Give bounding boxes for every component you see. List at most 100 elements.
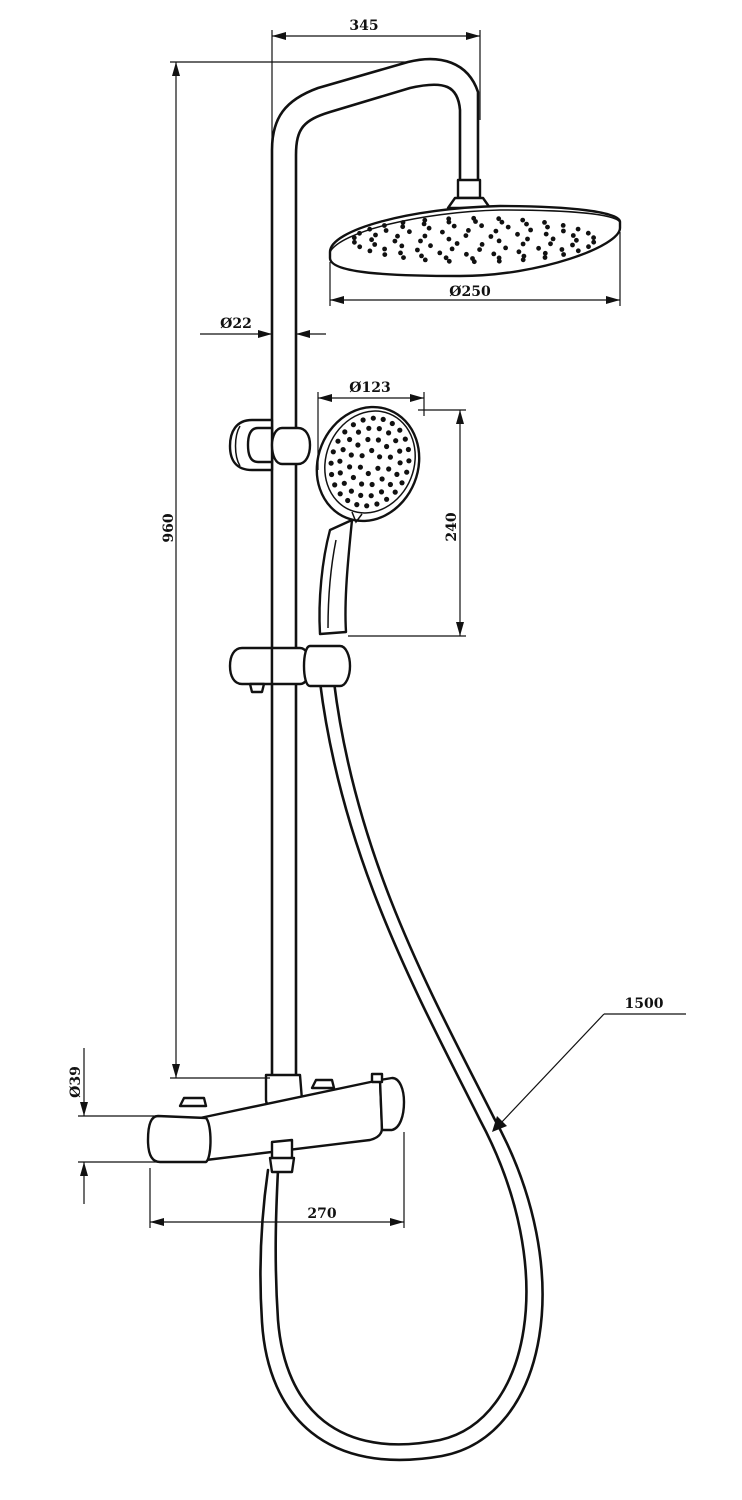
overhead-connector	[456, 178, 482, 200]
nozzle-dot	[357, 230, 362, 236]
hand-shower-handle	[318, 518, 354, 636]
nozzle-dot	[373, 232, 378, 238]
nozzle-dot	[446, 216, 452, 222]
nozzle-dot	[426, 225, 432, 231]
nozzle-dot	[360, 417, 366, 423]
hand-shower-cradle	[302, 644, 352, 688]
nozzle-dot	[389, 420, 395, 427]
dimension-hose-length: 1500	[492, 996, 686, 1132]
nozzle-dot	[406, 458, 412, 464]
nozzle-dot	[574, 237, 579, 243]
nozzle-dot	[422, 233, 428, 239]
nozzle-dot	[515, 231, 520, 237]
nozzle-dot	[550, 236, 556, 242]
nozzle-dot	[365, 436, 371, 443]
nozzle-dot	[397, 427, 403, 433]
nozzle-dot	[394, 471, 400, 477]
nozzle-dot	[503, 245, 508, 251]
nozzle-dot	[359, 453, 365, 459]
nozzle-dot	[401, 255, 406, 260]
nozzle-dot	[488, 234, 494, 239]
dimension-hand-shower-length: 240	[348, 409, 466, 637]
label-mixer-diameter: Ø39	[68, 1066, 84, 1098]
nozzle-dot	[496, 238, 502, 244]
nozzle-dot	[384, 443, 390, 450]
nozzle-dot	[348, 452, 354, 458]
dimension-total-height: 960	[161, 61, 410, 1079]
nozzle-dot	[392, 489, 398, 495]
nozzle-dot	[520, 217, 526, 223]
nozzle-dot	[437, 250, 443, 256]
nozzle-dot	[375, 437, 381, 443]
label-pipe-diameter: Ø22	[220, 316, 252, 332]
nozzle-dot	[347, 436, 353, 443]
nozzle-dot	[464, 251, 469, 257]
nozzle-dot	[383, 228, 389, 233]
label-overhead-diameter: Ø250	[449, 284, 491, 300]
nozzle-dot	[340, 447, 346, 453]
dimension-arm-reach: 345	[271, 18, 481, 170]
shower-hose	[259, 680, 544, 1462]
nozzle-dot	[377, 454, 383, 460]
nozzle-dot	[332, 482, 338, 488]
nozzle-dot	[372, 242, 378, 247]
nozzle-dot	[543, 231, 549, 237]
label-hose-length: 1500	[625, 996, 664, 1012]
nozzle-dot	[446, 236, 452, 242]
nozzle-dot	[454, 241, 460, 246]
nozzle-dot	[328, 460, 334, 466]
nozzle-dot	[586, 244, 591, 250]
nozzle-dot	[345, 497, 351, 504]
nozzle-dot	[375, 465, 381, 471]
nozzle-dot	[570, 233, 576, 238]
nozzle-dot	[415, 247, 420, 253]
dimension-pipe-diameter: Ø22	[200, 316, 326, 338]
label-mixer-width: 270	[307, 1206, 336, 1222]
nozzle-dot	[357, 244, 363, 250]
flow-knob	[378, 1076, 406, 1132]
nozzle-dot	[422, 217, 428, 223]
nozzle-dot	[524, 221, 529, 227]
pipe-clamp-top	[270, 426, 312, 466]
slider-holder	[228, 644, 352, 694]
wall-bracket	[228, 418, 312, 472]
nozzle-dot	[364, 503, 370, 509]
nozzle-dot	[542, 220, 547, 225]
nozzle-dot	[359, 481, 365, 487]
overhead-nozzles	[351, 215, 597, 265]
nozzle-dot	[402, 436, 408, 442]
nozzle-dot	[367, 248, 373, 254]
nozzle-dot	[520, 257, 526, 263]
nozzle-dot	[382, 252, 388, 257]
nozzle-dot	[548, 241, 553, 247]
nozzle-dot	[496, 216, 502, 222]
nozzle-dot	[545, 224, 550, 230]
nozzle-dot	[384, 496, 390, 502]
nozzle-dot	[428, 243, 433, 249]
nozzle-dot	[591, 239, 597, 245]
nozzle-dot	[463, 233, 469, 239]
riser-pipe	[270, 57, 480, 1077]
nozzle-dot	[335, 438, 341, 444]
nozzle-dot	[366, 425, 372, 431]
nozzle-dot	[395, 233, 400, 239]
nozzle-dot	[357, 464, 363, 470]
dimension-overhead-diameter: Ø250	[329, 232, 621, 306]
nozzle-dot	[382, 246, 387, 252]
nozzle-dot	[561, 252, 566, 257]
nozzle-dot	[525, 236, 530, 242]
nozzle-dot	[399, 480, 405, 486]
hand-shower-face	[315, 405, 421, 523]
nozzle-dot	[585, 230, 591, 236]
nozzle-dot	[337, 491, 343, 497]
nozzle-dot	[367, 226, 373, 232]
nozzle-dot	[404, 469, 410, 475]
nozzle-dot	[575, 248, 581, 254]
nozzle-dot	[374, 501, 380, 507]
nozzle-dot	[337, 470, 343, 476]
nozzle-dot	[355, 429, 362, 435]
nozzle-dot	[380, 416, 386, 422]
nozzle-dot	[493, 228, 499, 234]
nozzle-dot	[422, 257, 428, 263]
